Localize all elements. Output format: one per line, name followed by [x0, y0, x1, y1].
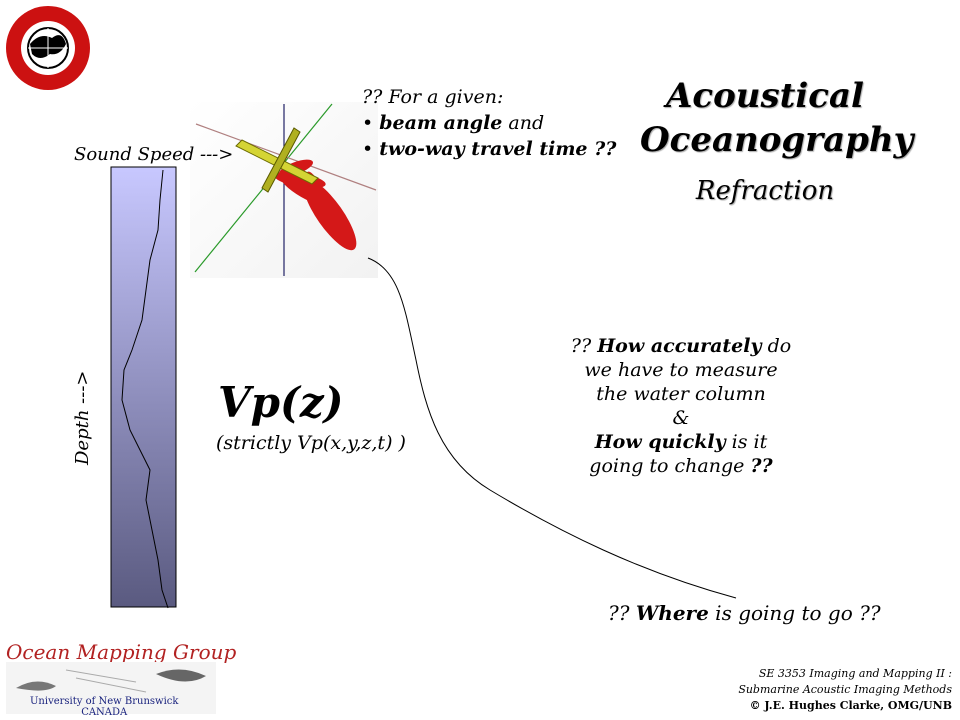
acc-l5-post: is it: [725, 431, 768, 453]
sound-speed-curve: [121, 169, 169, 609]
vp-strict-formula: (strictly Vp(x,y,z,t) ): [216, 432, 406, 454]
acc-l5-bold: How quickly: [594, 431, 726, 453]
where-question: ?? Where is going to go ??: [608, 601, 881, 625]
sound-speed-profile: [110, 166, 177, 608]
acc-l1-pre: ??: [570, 335, 598, 357]
acc-l1-post: do: [761, 335, 792, 357]
acc-l6-bold: ??: [750, 455, 773, 477]
transducer-arms: [235, 127, 319, 193]
where-bold: Where: [635, 601, 709, 625]
univ-line1: University of New Brunswick: [30, 696, 179, 707]
given-intro: ?? For a given:: [362, 86, 504, 108]
acc-line4: &: [672, 407, 690, 429]
sound-speed-label: Sound Speed --->: [74, 144, 234, 165]
where-pre: ??: [608, 601, 636, 625]
given-block: ?? For a given: • beam angle and • two-w…: [362, 84, 616, 162]
acc-line3: the water column: [596, 383, 766, 405]
travel-time-text: two-way travel time ??: [379, 138, 617, 160]
bullet1-rest: and: [502, 112, 545, 134]
course-credit: SE 3353 Imaging and Mapping II : Submari…: [700, 666, 952, 714]
accuracy-question: ?? How accurately do we have to measure …: [556, 334, 806, 478]
univ-line2: CANADA: [81, 707, 128, 718]
depth-label: Depth --->: [72, 370, 93, 465]
beam-angle-text: beam angle: [379, 112, 503, 134]
where-post: is going to go ??: [708, 601, 881, 625]
given-bullet1: • beam angle and: [362, 112, 545, 134]
subtitle: Refraction: [695, 176, 835, 206]
acc-line1: ?? How accurately do: [556, 334, 806, 358]
unb-logo: [6, 6, 90, 90]
course-line1: SE 3353 Imaging and Mapping II :: [758, 667, 952, 680]
acc-line5: How quickly is it: [556, 430, 806, 454]
omg-banner: [6, 662, 216, 714]
acc-line2: we have to measure: [584, 359, 778, 381]
given-bullet2: • two-way travel time ??: [362, 138, 617, 160]
acc-l6-pre: going to change: [589, 455, 751, 477]
acc-line6: going to change ??: [556, 454, 806, 478]
title-line2: Oceanography: [640, 120, 914, 160]
title-line1: Acoustical: [666, 76, 864, 116]
acc-l1-bold: How accurately: [597, 335, 762, 357]
ray-path: [367, 257, 737, 599]
vp-formula: Vp(z): [218, 378, 344, 427]
course-line2: Submarine Acoustic Imaging Methods: [738, 683, 952, 696]
omg-group-name: Ocean Mapping Group: [6, 640, 237, 664]
copyright: © J.E. Hughes Clarke, OMG/UNB: [749, 699, 952, 712]
omg-university: University of New Brunswick CANADA: [30, 696, 178, 718]
